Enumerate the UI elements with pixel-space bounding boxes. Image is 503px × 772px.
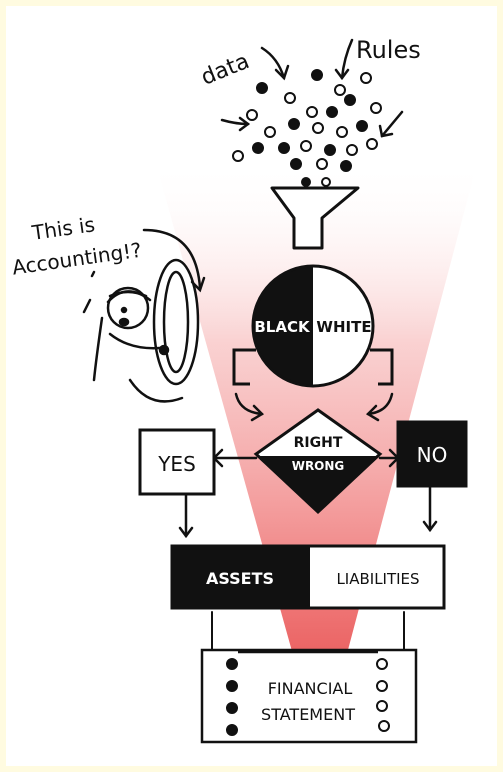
rules-label: Rules bbox=[356, 36, 421, 64]
black-label: BLACK bbox=[254, 318, 311, 336]
wrong-label: WRONG bbox=[292, 459, 345, 473]
yes-label: YES bbox=[157, 452, 196, 476]
liabilities-label: LIABILITIES bbox=[336, 570, 419, 588]
assets-label: ASSETS bbox=[206, 569, 274, 588]
white-label: WHITE bbox=[316, 318, 371, 336]
right-label: RIGHT bbox=[294, 435, 343, 451]
this-is-label: This is bbox=[29, 212, 96, 245]
no-label: NO bbox=[417, 443, 448, 467]
accounting-label: Accounting!? bbox=[11, 238, 143, 280]
data-label: data bbox=[198, 49, 253, 91]
statement-label: STATEMENT bbox=[261, 705, 355, 724]
financial-label: FINANCIAL bbox=[268, 679, 353, 698]
